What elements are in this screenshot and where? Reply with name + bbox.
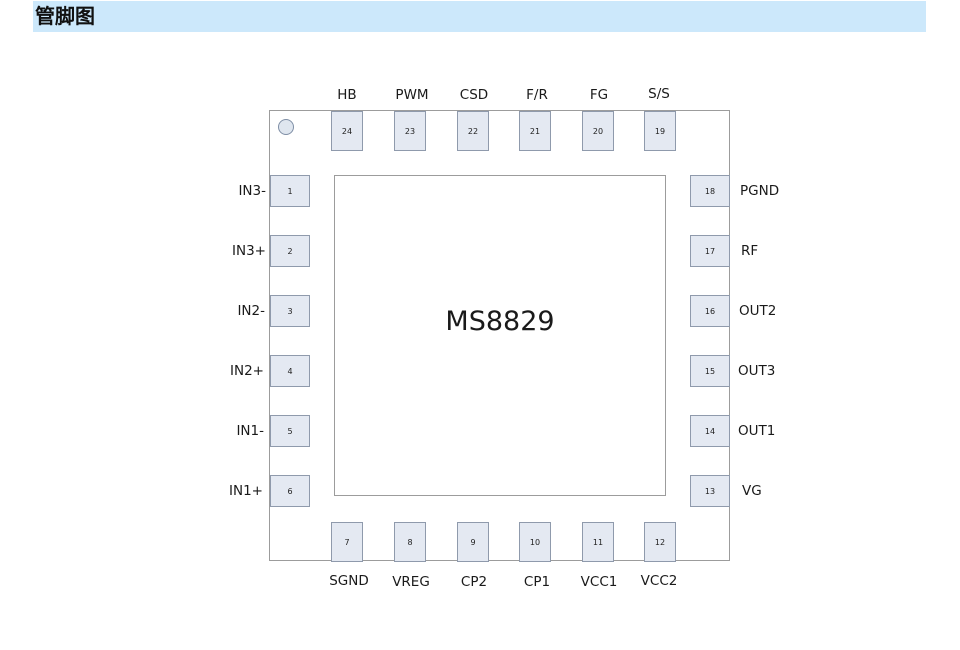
pin-label: IN2- [237,303,265,319]
pin-pad: 11 [582,522,614,562]
pin-pad: 7 [331,522,363,562]
pin-label: VG [742,483,762,499]
pin-pad: 5 [270,415,310,447]
section-title: 管脚图 [35,4,95,28]
pin-label: S/S [648,86,670,102]
pin-label: CP2 [460,574,488,590]
pin-pad: 23 [394,111,426,151]
pin-pad: 15 [690,355,730,387]
pin-label: IN3- [238,183,266,199]
pin-pad: 12 [644,522,676,562]
pin-label: VCC2 [640,573,678,589]
pin-label: IN1- [236,423,264,439]
pin-pad: 20 [582,111,614,151]
pin-pad: 16 [690,295,730,327]
pin-pad: 19 [644,111,676,151]
pin-label: FG [589,87,609,103]
pin-pad: 6 [270,475,310,507]
pin-label: IN2+ [230,363,264,379]
pin-pad: 3 [270,295,310,327]
pin-label: PWM [395,87,429,103]
pin-pad: 13 [690,475,730,507]
pin-label: F/R [526,87,548,103]
pin-pad: 8 [394,522,426,562]
pin-pad: 9 [457,522,489,562]
pin-pad: 18 [690,175,730,207]
pin-pad: 14 [690,415,730,447]
pin-pad: 21 [519,111,551,151]
pin-label: PGND [740,183,780,199]
pin-pad: 22 [457,111,489,151]
pin-label: OUT1 [738,423,776,439]
section-header: 管脚图 [33,1,926,32]
pin-label: IN3+ [232,243,266,259]
pin-pad: 17 [690,235,730,267]
pin-label: IN1+ [229,483,263,499]
pin1-marker-icon [278,119,294,135]
pin-pad: 24 [331,111,363,151]
pin-label: HB [337,87,357,103]
pin-label: VREG [392,574,430,590]
pin-pad: 10 [519,522,551,562]
pin-label: SGND [329,573,369,589]
pin-pad: 1 [270,175,310,207]
pin-label: VCC1 [580,574,618,590]
pin-pad: 4 [270,355,310,387]
pin-label: CSD [459,87,489,103]
pin-label: OUT2 [739,303,777,319]
chip-die [334,175,666,496]
pin-pad: 2 [270,235,310,267]
chip-name: MS8829 [445,306,555,337]
pin-label: RF [741,243,759,259]
pin-label: OUT3 [738,363,776,379]
pin-label: CP1 [523,574,551,590]
